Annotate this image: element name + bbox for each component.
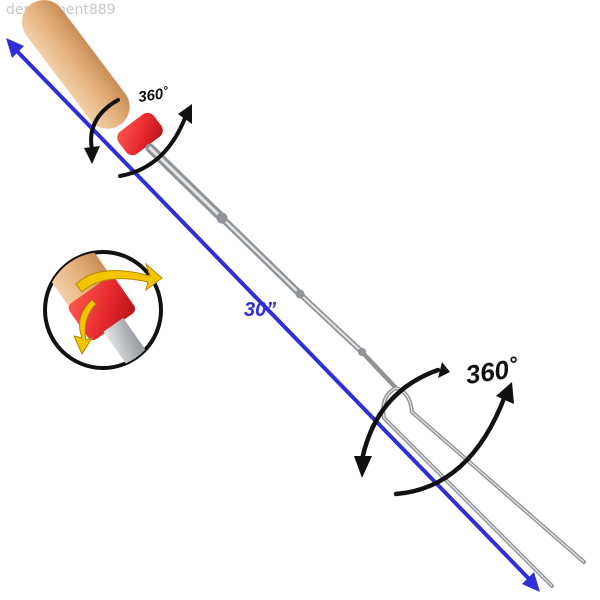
red-collar [117,112,163,156]
handle-arrowhead-right [178,104,192,124]
wooden-handle [21,0,130,129]
collar-detail-inset [43,250,163,370]
handle-arrowhead-left [84,146,100,164]
measure-end-arrowhead [522,572,540,592]
rotate-arrow-yellow-bottom [73,299,97,356]
rotate-arrow-yellow-top [75,262,163,293]
telescoping-shaft [145,143,399,391]
handle-rotation-label: 360˚ [137,85,170,106]
measure-start-arrowhead [6,38,24,58]
fork-arrowhead-right [496,382,514,404]
fork-arrowhead-top [438,362,450,378]
fork-rotation-arrow [359,367,508,497]
length-label: 30” [244,299,276,321]
fork-rotation-label: 360˚ [464,353,521,390]
length-measure-line [6,38,540,592]
fork-tines [381,386,586,588]
fork-arrowhead-left [354,456,372,478]
handle-rotation-arrow [89,98,187,178]
